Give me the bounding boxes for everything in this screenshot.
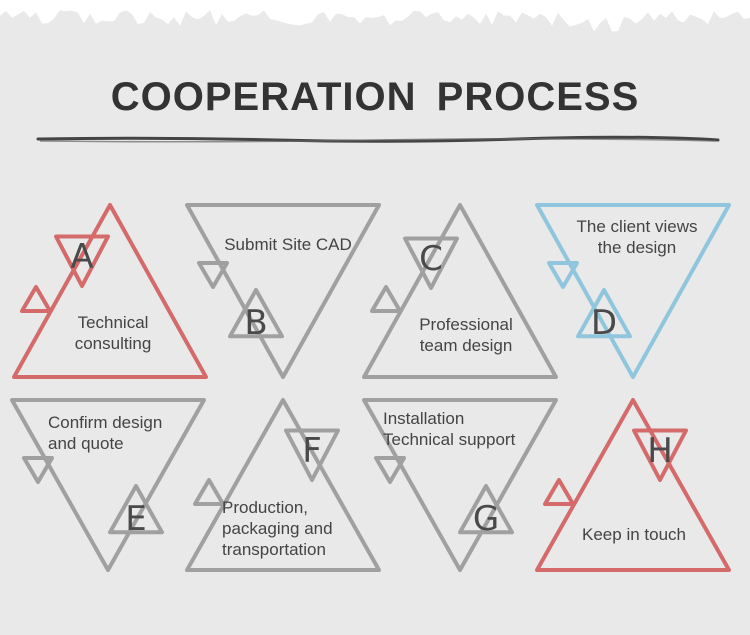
flow-arrow-icon	[193, 478, 225, 506]
step-caption-line: transportation	[222, 540, 326, 559]
flow-arrow-icon	[374, 456, 406, 484]
step-letter: E	[125, 499, 146, 539]
step-letter: A	[70, 237, 93, 277]
page-title: COOPERATION PROCESS	[110, 75, 640, 119]
step-caption-line: Technical support	[383, 430, 516, 449]
step-letter: B	[244, 303, 267, 343]
step-caption-line: Keep in touch	[582, 525, 686, 544]
step-letter: G	[473, 499, 499, 539]
step-h: H Keep in touch	[535, 398, 731, 572]
step-letter: F	[302, 431, 322, 471]
step-caption-line: Technical	[78, 313, 149, 332]
title-underline	[36, 135, 720, 143]
letter-frame	[228, 288, 284, 339]
step-outline	[185, 398, 381, 572]
step-caption-line: Production,	[222, 498, 308, 517]
step-outline	[535, 398, 731, 572]
step-caption-line: team design	[420, 336, 513, 355]
step-outline	[185, 203, 381, 379]
step-caption-line: Installation	[383, 409, 464, 428]
step-outline	[535, 203, 731, 379]
flow-arrow-icon	[22, 456, 54, 484]
step-letter: C	[419, 239, 443, 279]
letter-frame	[458, 484, 514, 535]
step-e: E Confirm design and quote	[10, 398, 206, 572]
letter-frame	[54, 234, 110, 288]
letter-frame	[108, 484, 164, 535]
letter-frame	[576, 288, 632, 339]
flow-arrow-icon	[370, 285, 402, 313]
step-caption-line: the design	[598, 238, 676, 257]
step-caption-line: Professional	[419, 315, 513, 334]
flow-arrow-icon	[20, 285, 52, 313]
step-caption-line: consulting	[75, 334, 152, 353]
step-outline	[12, 203, 208, 379]
step-d: D The client views the design	[535, 203, 731, 379]
step-outline	[362, 398, 558, 572]
letter-frame	[632, 428, 688, 482]
step-letter: D	[591, 303, 617, 343]
step-f: F Production, packaging and transportation	[185, 398, 381, 572]
step-caption-line: packaging and	[222, 519, 333, 538]
flow-arrow-icon	[543, 478, 575, 506]
flow-arrow-icon	[197, 261, 229, 289]
letter-frame	[403, 236, 459, 290]
flow-arrow-icon	[547, 261, 579, 289]
letter-frame	[284, 428, 340, 482]
step-c: C Professional team design	[362, 203, 558, 379]
step-letter: H	[647, 431, 673, 471]
step-caption-line: and quote	[48, 434, 124, 453]
step-outline	[362, 203, 558, 379]
torn-paper-edge	[0, 0, 750, 32]
step-outline	[10, 398, 206, 572]
step-b: B Submit Site CAD	[185, 203, 381, 379]
step-caption-line: The client views	[577, 217, 698, 236]
step-caption-line: Confirm design	[48, 413, 162, 432]
step-a: A Technical consulting	[12, 203, 208, 379]
step-caption-line: Submit Site CAD	[224, 235, 352, 254]
